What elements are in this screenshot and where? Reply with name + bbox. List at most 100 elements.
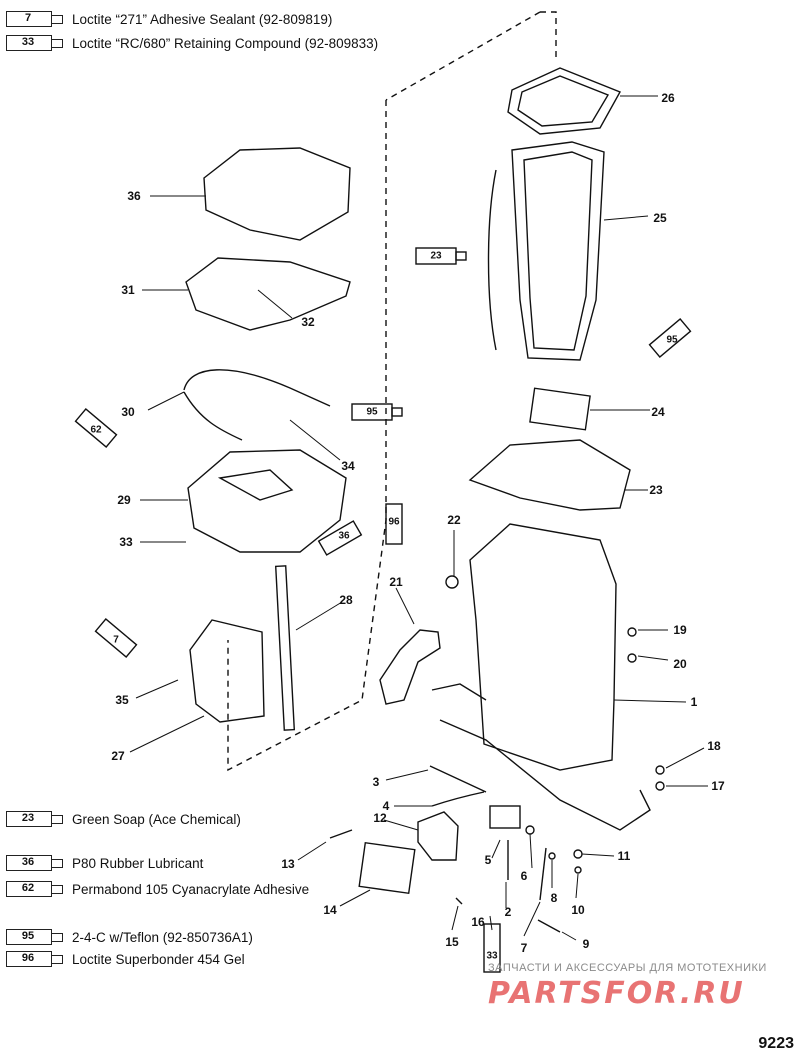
tube-label-7: 7 xyxy=(113,634,119,646)
legend-item-96: 96 Loctite Superbonder 454 Gel xyxy=(6,948,245,970)
callout-3: 3 xyxy=(372,775,380,789)
legend-text: Green Soap (Ace Chemical) xyxy=(72,811,241,827)
tube-label-62: 62 xyxy=(90,424,102,436)
part-31-gasket xyxy=(185,257,351,331)
part-7-cable xyxy=(539,847,547,901)
part-22-plug xyxy=(445,575,459,589)
part-11-nut xyxy=(573,849,583,859)
tube-number: 95 xyxy=(21,930,35,942)
part-9-screw xyxy=(537,919,561,933)
part-17-washer xyxy=(655,781,665,791)
callout-7: 7 xyxy=(520,941,528,955)
dashed-assembly-boundary xyxy=(227,11,557,772)
tube-label-95: 95 xyxy=(366,406,378,418)
part-24-seal xyxy=(529,387,591,431)
watermark-tagline: ЗАПЧАСТИ И АКСЕССУАРЫ ДЛЯ МОТОТЕХНИКИ xyxy=(488,962,767,974)
part-30-seal xyxy=(183,369,331,441)
callout-19: 19 xyxy=(673,623,687,637)
callout-6: 6 xyxy=(520,869,528,883)
callout-11: 11 xyxy=(617,849,631,863)
tube-label-33: 33 xyxy=(486,950,498,962)
tube-icon: 62 xyxy=(6,881,64,897)
legend-item-23: 23 Green Soap (Ace Chemical) xyxy=(6,808,241,830)
part-29-adaptor-plate xyxy=(187,449,347,553)
part-27-housing xyxy=(189,619,265,723)
part-21-bracket xyxy=(379,629,441,705)
tube-icon: 23 xyxy=(6,811,64,827)
callout-4: 4 xyxy=(382,799,390,813)
legend-text: Loctite “RC/680” Retaining Compound (92-… xyxy=(72,35,379,51)
part-26-gasket xyxy=(507,67,621,135)
callout-34: 34 xyxy=(341,459,355,473)
part-16-tube xyxy=(483,923,501,973)
callout-23: 23 xyxy=(649,483,663,497)
part-3-bolt xyxy=(429,765,487,793)
part-12-bracket xyxy=(417,811,459,861)
callout-35: 35 xyxy=(115,693,129,707)
part-28-rod xyxy=(274,565,296,731)
tube-number: 96 xyxy=(21,952,35,964)
legend-item-62: 62 Permabond 105 Cyanacrylate Adhesive xyxy=(6,878,309,900)
callout-22: 22 xyxy=(447,513,461,527)
tube-label-96: 96 xyxy=(388,516,400,528)
legend-item-36: 36 P80 Rubber Lubricant xyxy=(6,852,203,874)
part-20-nut xyxy=(627,653,637,663)
tube-icon: 95 xyxy=(6,929,64,945)
callout-13: 13 xyxy=(281,857,295,871)
callout-28: 28 xyxy=(339,593,353,607)
part-25-exhaust-tube xyxy=(487,141,605,361)
part-6-washer xyxy=(525,825,535,835)
tube-number: 23 xyxy=(21,812,35,824)
tube-icon: 96 xyxy=(6,951,64,967)
legend-item-95: 95 2-4-C w/Teflon (92-850736A1) xyxy=(6,926,253,948)
callout-27: 27 xyxy=(111,749,125,763)
part-19-washer xyxy=(627,627,637,637)
part-36-plate xyxy=(203,147,351,241)
callout-31: 31 xyxy=(121,283,135,297)
callout-25: 25 xyxy=(653,211,667,225)
callout-5: 5 xyxy=(484,853,492,867)
callout-16: 16 xyxy=(471,915,485,929)
tube-number: 36 xyxy=(21,856,35,868)
callout-18: 18 xyxy=(707,739,721,753)
part-8-washer xyxy=(548,852,556,860)
tube-number: 7 xyxy=(24,12,32,24)
callout-30: 30 xyxy=(121,405,135,419)
callout-9: 9 xyxy=(582,937,590,951)
tube-icon: 7 xyxy=(6,11,64,27)
part-5-switch xyxy=(489,805,521,829)
tube-label-95b: 95 xyxy=(666,334,678,346)
callout-21: 21 xyxy=(389,575,403,589)
tube-icon: 36 xyxy=(6,855,64,871)
legend-text: Permabond 105 Cyanacrylate Adhesive xyxy=(72,881,310,897)
figure-number: 9223 xyxy=(758,1035,794,1052)
tube-label-36: 36 xyxy=(338,530,350,542)
part-14-rectifier xyxy=(358,841,416,895)
callout-33: 33 xyxy=(119,535,133,549)
tube-icons xyxy=(74,247,692,658)
part-1-driveshaft-housing xyxy=(431,523,651,831)
legend-text: Loctite Superbonder 454 Gel xyxy=(72,951,245,967)
tube-icon: 33 xyxy=(6,35,64,51)
callout-14: 14 xyxy=(323,903,337,917)
legend-item-33: 33 Loctite “RC/680” Retaining Compound (… xyxy=(6,32,378,54)
part-23-gasket xyxy=(468,439,631,511)
callout-17: 17 xyxy=(711,779,725,793)
legend-item-7: 7 Loctite “271” Adhesive Sealant (92-809… xyxy=(6,8,332,30)
legend-text: Loctite “271” Adhesive Sealant (92-80981… xyxy=(72,11,333,27)
callout-36: 36 xyxy=(127,189,141,203)
part-10-washer xyxy=(574,866,582,874)
callout-8: 8 xyxy=(550,891,558,905)
tube-number: 33 xyxy=(21,36,35,48)
leader-lines xyxy=(129,95,708,941)
part-4-cable xyxy=(431,791,485,807)
callout-1: 1 xyxy=(690,695,698,709)
callout-29: 29 xyxy=(117,493,131,507)
callout-24: 24 xyxy=(651,405,665,419)
part-15-screw xyxy=(455,897,463,905)
callout-32: 32 xyxy=(301,315,315,329)
callout-20: 20 xyxy=(673,657,687,671)
callout-12: 12 xyxy=(373,811,387,825)
watermark-brand: PARTSFOR.RU xyxy=(488,976,745,1011)
